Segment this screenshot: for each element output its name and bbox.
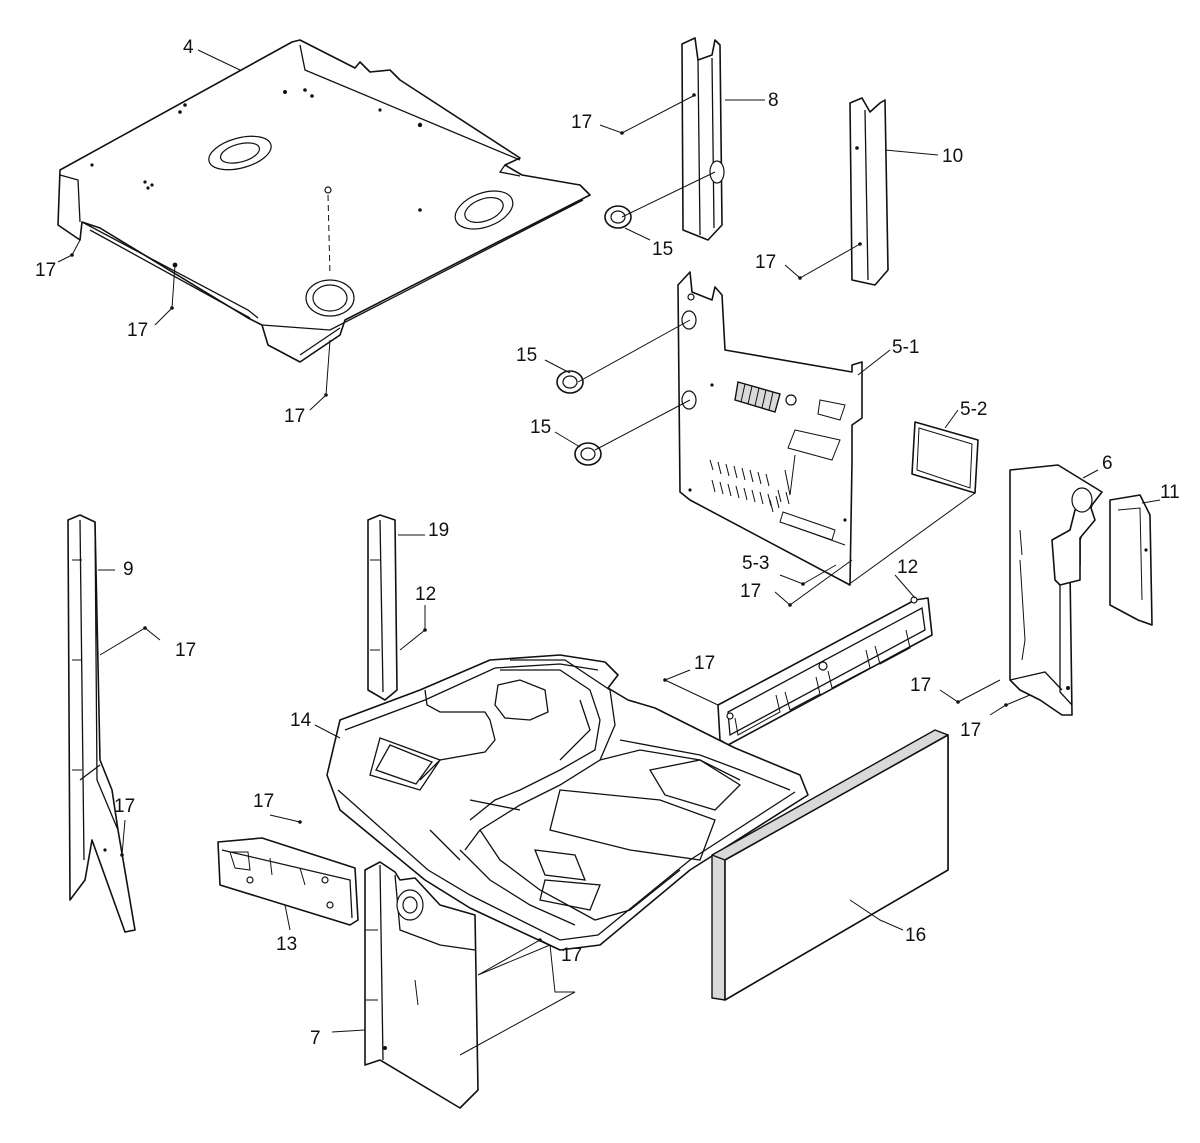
part-11-side-trim bbox=[1109, 494, 1153, 626]
slot-array bbox=[709, 459, 790, 513]
part-10-rear-pillar bbox=[849, 97, 889, 286]
callout-15-middle: 15 bbox=[516, 345, 537, 366]
grommet-15-lower bbox=[574, 442, 602, 466]
callout-17-roof-left: 17 bbox=[35, 260, 56, 281]
grommet-15-middle bbox=[556, 370, 584, 394]
grommet-15-upper bbox=[604, 205, 632, 229]
callout-8: 8 bbox=[768, 90, 779, 111]
part-12-rail-bracket bbox=[717, 596, 933, 746]
callout-17-rear-wall: 17 bbox=[740, 581, 761, 602]
part-16-floor-board bbox=[711, 729, 949, 1001]
callout-5-1: 5-1 bbox=[892, 337, 919, 358]
callout-14: 14 bbox=[290, 710, 312, 731]
part-6-right-side-panel bbox=[1009, 464, 1103, 716]
callout-15-upper: 15 bbox=[652, 239, 673, 260]
callout-10: 10 bbox=[942, 146, 963, 167]
callout-13: 13 bbox=[276, 934, 297, 955]
callout-17-roof-front: 17 bbox=[127, 320, 148, 341]
vent-grille bbox=[734, 381, 781, 413]
callout-17-left-pillar: 17 bbox=[175, 640, 196, 661]
callout-4: 4 bbox=[183, 37, 194, 58]
callout-7: 7 bbox=[310, 1028, 321, 1049]
part-19-center-pillar bbox=[367, 514, 398, 701]
part-5-2-cover-plate bbox=[911, 421, 979, 494]
callout-12-right: 12 bbox=[897, 557, 918, 578]
part-7-front-side-panel bbox=[364, 861, 576, 1109]
callout-9: 9 bbox=[123, 559, 134, 580]
part-4-roof-panel bbox=[57, 39, 591, 363]
callout-19: 19 bbox=[428, 520, 449, 541]
part-14-floor-mat bbox=[326, 654, 809, 951]
callout-17-side-panel-upper: 17 bbox=[910, 675, 931, 696]
callout-16: 16 bbox=[905, 925, 926, 946]
part-5-1-rear-wall bbox=[677, 271, 863, 586]
callout-17-rear-pillar: 17 bbox=[755, 252, 776, 273]
callout-labels: 4 8 10 15 15 15 5-1 5-2 5-3 6 11 9 19 12… bbox=[35, 37, 1180, 1049]
callout-5-3: 5-3 bbox=[742, 553, 769, 574]
callout-12-center: 12 bbox=[415, 584, 436, 605]
callout-17-roof-top: 17 bbox=[571, 112, 592, 133]
callout-17-bracket: 17 bbox=[694, 653, 715, 674]
part-9-left-pillar bbox=[67, 514, 136, 933]
callout-17-front-panel: 17 bbox=[561, 945, 582, 966]
callout-6: 6 bbox=[1102, 453, 1113, 474]
callout-17-side-panel-lower: 17 bbox=[960, 720, 981, 741]
callout-17-roof-corner: 17 bbox=[284, 406, 305, 427]
part-8-upper-pillar bbox=[681, 37, 725, 241]
callout-17-left-pillar-lower: 17 bbox=[114, 796, 135, 817]
part-13-step-bracket bbox=[217, 837, 359, 926]
callout-15-lower: 15 bbox=[530, 417, 551, 438]
callout-11: 11 bbox=[1160, 482, 1180, 503]
callout-17-step-bracket: 17 bbox=[253, 791, 274, 812]
leader-lines bbox=[57, 49, 1161, 1033]
callout-5-2: 5-2 bbox=[960, 399, 987, 420]
